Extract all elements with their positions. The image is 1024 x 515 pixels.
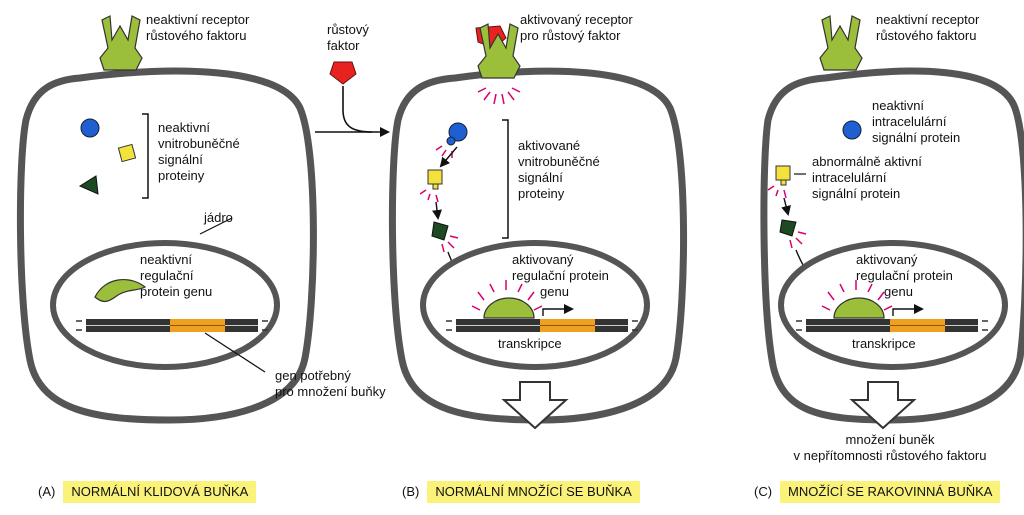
dna-strand	[446, 319, 638, 332]
blue-protein	[80, 118, 100, 138]
gene-pointer	[204, 332, 266, 373]
yellow-protein-active	[427, 169, 443, 185]
blue-protein-site	[446, 136, 456, 146]
panel-a	[16, 15, 317, 424]
caption-c: (C) MNOŽÍCÍ SE RAKOVINNÁ BUŇKA	[754, 481, 1001, 503]
receptor	[819, 15, 863, 71]
yellow-protein-abnormal	[775, 165, 791, 181]
activation-rays	[471, 280, 543, 311]
regulator-protein-active	[833, 297, 885, 319]
green-protein	[78, 175, 99, 195]
yellow-protein	[117, 143, 137, 163]
growth-factor-arrow	[315, 61, 390, 137]
caption-text-c: MNOŽÍCÍ SE RAKOVINNÁ BUŇKA	[780, 481, 1001, 503]
nucleus	[778, 240, 1008, 370]
dna-strand	[76, 319, 268, 332]
proliferation-arrow	[501, 381, 569, 430]
caption-tag-c: (C)	[754, 484, 773, 499]
growth-factor	[329, 61, 357, 85]
proteins-bracket	[142, 113, 149, 199]
transcription-label-c: transkripce	[852, 336, 916, 351]
caption-b: (B) NORMÁLNÍ MNOŽÍCÍ SE BUŇKA	[402, 481, 640, 503]
regulator-protein	[94, 279, 147, 303]
blue-protein	[842, 120, 862, 140]
proteins-bracket	[502, 119, 509, 239]
activation-rays	[821, 280, 893, 311]
dna-strand	[796, 319, 988, 332]
transcription-arrow	[542, 304, 574, 316]
caption-text-a: NORMÁLNÍ KLIDOVÁ BUŇKA	[63, 481, 257, 503]
caption-tag-b: (B)	[402, 484, 420, 499]
nucleus	[420, 240, 650, 370]
green-protein-active	[431, 221, 449, 241]
green-protein-active	[779, 219, 797, 237]
activation-rays	[477, 87, 521, 105]
regulator-protein-active	[483, 297, 535, 319]
caption-tag-a: (A)	[38, 484, 56, 499]
transcription-arrow	[892, 304, 924, 316]
nucleus-pointer	[199, 217, 233, 235]
panel-b	[388, 23, 688, 430]
blue-protein-active	[448, 122, 468, 142]
proliferation-arrow	[849, 381, 917, 430]
caption-text-b: NORMÁLNÍ MNOŽÍCÍ SE BUŇKA	[427, 481, 640, 503]
nucleus	[50, 240, 280, 370]
receptor-active	[477, 23, 521, 79]
receptor	[99, 15, 143, 71]
nucleus-label: jádro	[204, 210, 233, 225]
caption-a: (A) NORMÁLNÍ KLIDOVÁ BUŇKA	[38, 481, 257, 503]
panel-c	[760, 15, 1024, 430]
transcription-label-b: transkripce	[498, 336, 562, 351]
